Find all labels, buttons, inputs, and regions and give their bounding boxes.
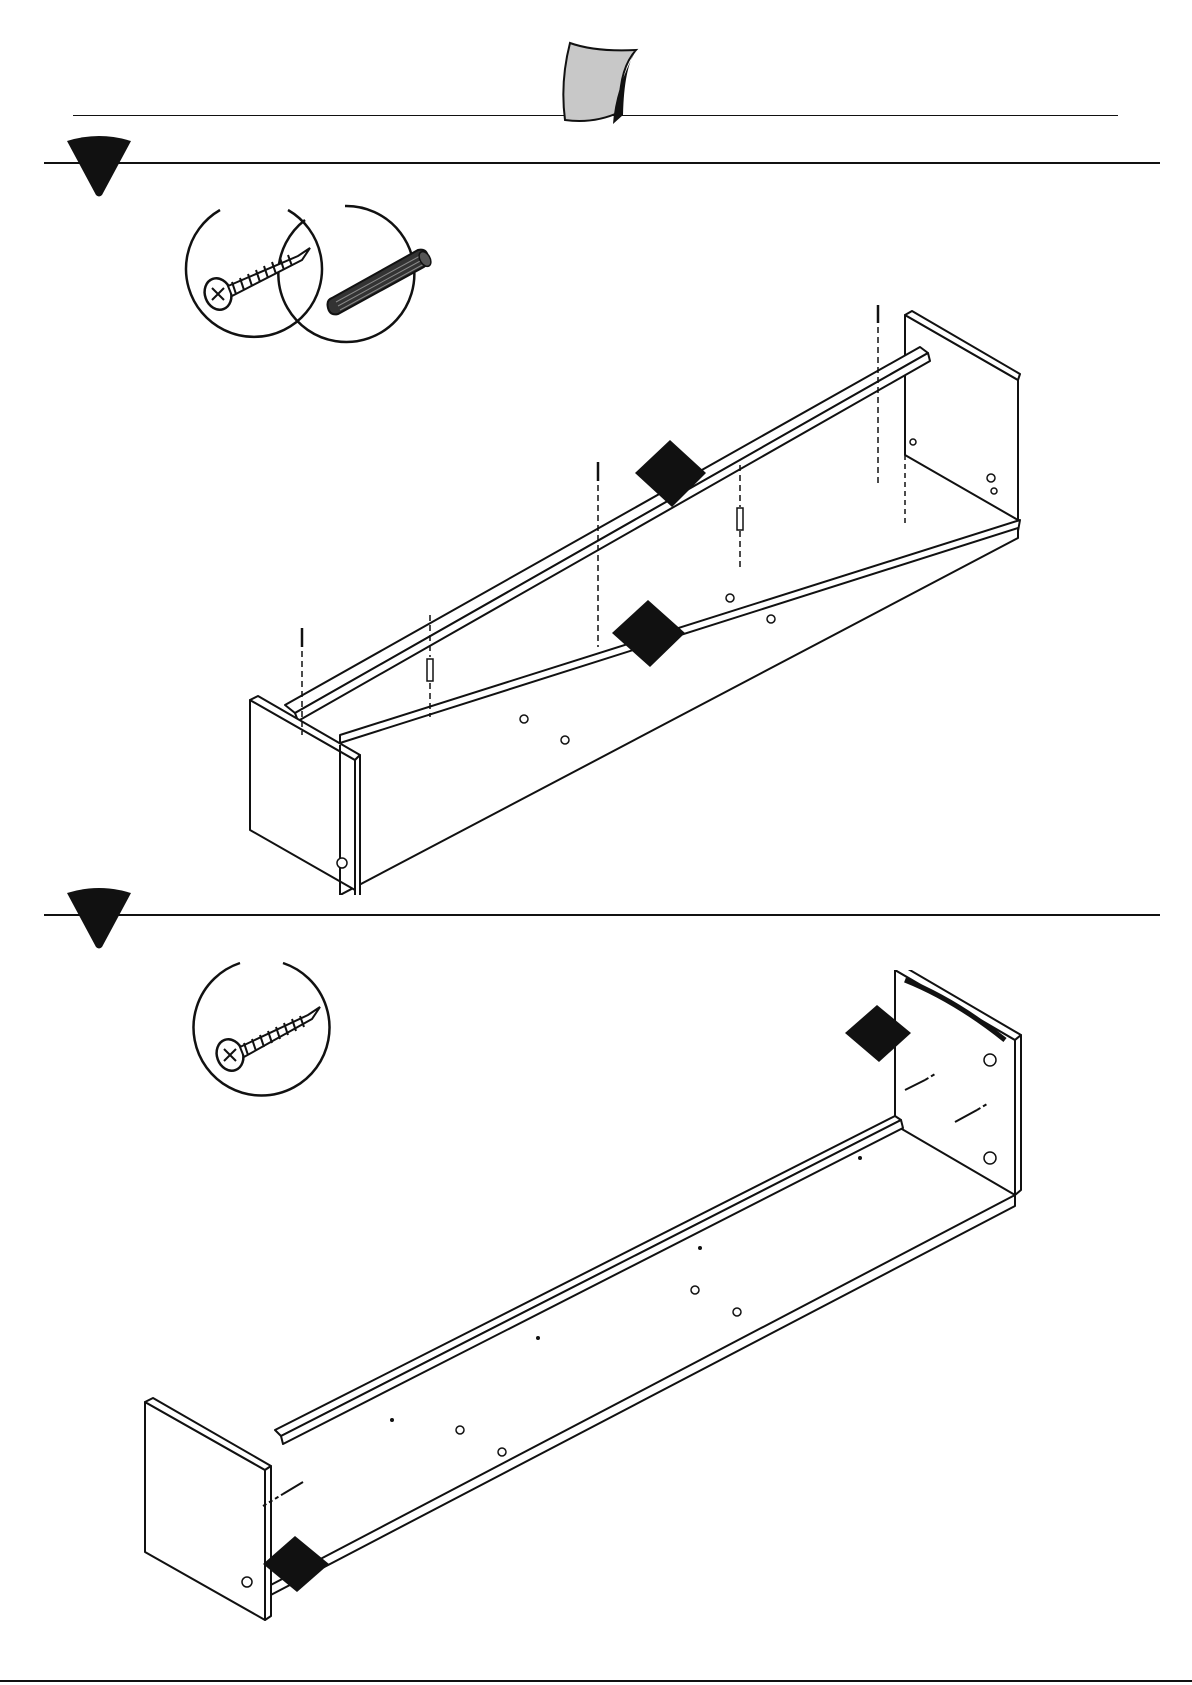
step-1-marker-icon [62, 135, 136, 199]
footer-rule [0, 1680, 1192, 1682]
step-2-rule [44, 914, 1160, 916]
step-1-rule [44, 162, 1160, 164]
step-2-assembly-drawing [135, 970, 1035, 1630]
part-callout-diamond-top [635, 440, 706, 507]
step-2-marker-icon [62, 887, 136, 951]
page-curl-logo-icon [560, 40, 650, 130]
step-1-assembly-drawing [240, 295, 1030, 895]
